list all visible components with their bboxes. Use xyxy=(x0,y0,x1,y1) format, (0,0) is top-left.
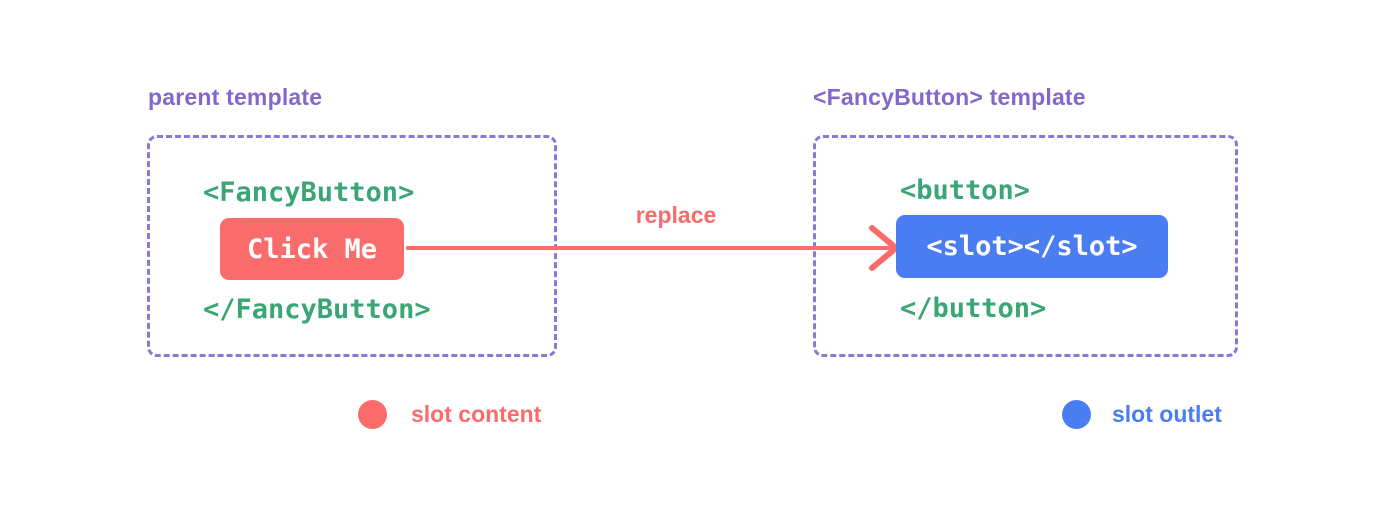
fancybutton-open-tag: <FancyButton> xyxy=(203,177,415,208)
parent-template-title: parent template xyxy=(148,84,323,110)
replace-label: replace xyxy=(635,202,717,228)
fancybutton-close-tag: </FancyButton> xyxy=(203,294,431,325)
button-close-tag: </button> xyxy=(900,293,1047,324)
button-open-tag: <button> xyxy=(900,175,1031,206)
replace-arrow-icon xyxy=(406,225,899,271)
slot-outlet-box: <slot></slot> xyxy=(896,215,1168,278)
slot-content-dot-icon xyxy=(358,400,387,429)
fancybutton-template-title: <FancyButton> template xyxy=(813,84,1086,110)
slot-content-text: Click Me xyxy=(246,233,378,265)
slot-outlet-text: <slot></slot> xyxy=(926,231,1138,262)
slot-content-box: Click Me xyxy=(220,218,404,280)
legend-slot-content-label: slot content xyxy=(411,401,542,427)
legend-slot-outlet-label: slot outlet xyxy=(1112,401,1222,427)
slot-outlet-dot-icon xyxy=(1062,400,1091,429)
